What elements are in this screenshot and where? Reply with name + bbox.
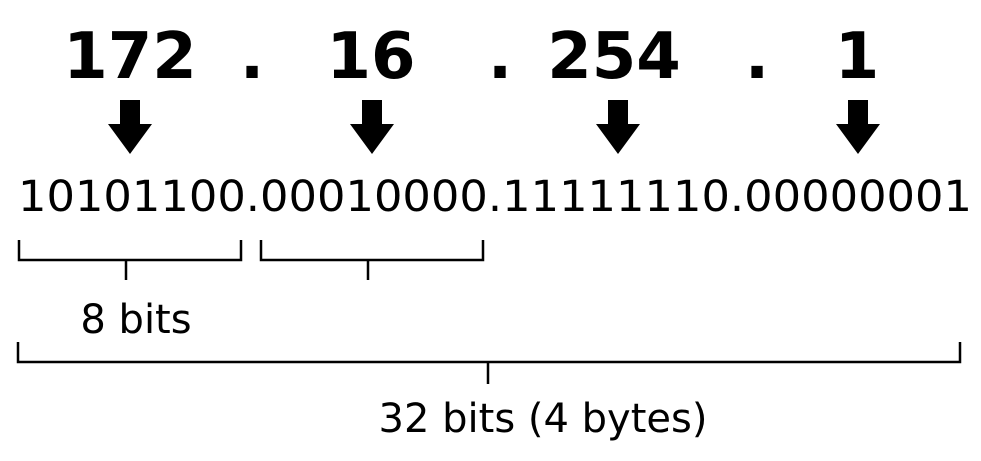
binary-address: 10101100.00010000.11111110.00000001 (18, 172, 972, 222)
decimal-dot-2: . (488, 20, 512, 94)
decimal-dot-1: . (240, 20, 264, 94)
decimal-octet-4: 1 (835, 20, 880, 94)
byte-size-label: 8 bits (80, 297, 191, 343)
down-arrow-icon (350, 100, 394, 154)
down-arrow-icon (596, 100, 640, 154)
conversion-arrows (108, 100, 880, 154)
address-size-label: 32 bits (4 bytes) (379, 396, 708, 442)
decimal-octet-1: 172 (63, 20, 197, 94)
binary-octet-4: 00000001 (744, 172, 972, 222)
binary-dot: . (730, 172, 744, 222)
binary-octet-2: 00010000 (260, 172, 488, 222)
byte-bracket-2 (259, 240, 485, 280)
decimal-octets: 172 . 16 . 254 . 1 (63, 20, 879, 94)
decimal-dot-3: . (745, 20, 769, 94)
binary-dot: . (246, 172, 260, 222)
down-arrow-icon (836, 100, 880, 154)
binary-octet-1: 10101100 (18, 172, 246, 222)
binary-octet-3: 11111110 (502, 172, 730, 222)
byte-bracket-1 (17, 240, 243, 280)
binary-dot: . (488, 172, 502, 222)
decimal-octet-2: 16 (326, 20, 415, 94)
down-arrow-icon (108, 100, 152, 154)
decimal-octet-3: 254 (547, 20, 681, 94)
address-bracket (16, 342, 962, 384)
